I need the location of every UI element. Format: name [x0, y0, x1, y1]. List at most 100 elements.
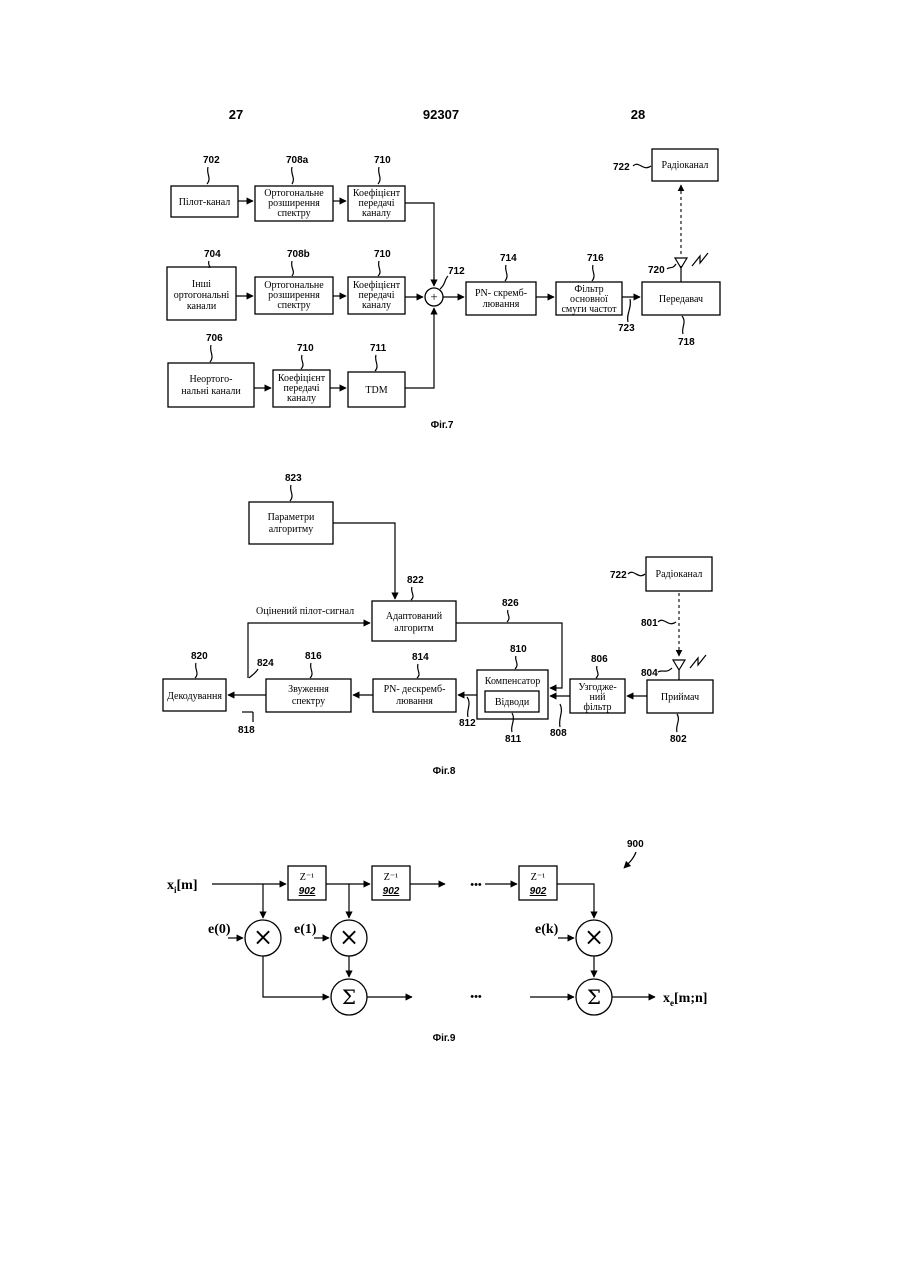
ref-806: 806: [591, 654, 608, 665]
tap-line: [557, 884, 594, 918]
leader-line: [207, 167, 209, 184]
leader-line: [301, 355, 303, 369]
connector-arrow: [405, 308, 434, 388]
leader-line: [667, 264, 676, 269]
radiation-bolt-icon: [692, 253, 708, 266]
connector-arrow: [405, 203, 434, 286]
ref-802: 802: [670, 734, 687, 745]
coef-k-label: e(k): [535, 922, 559, 937]
leader-line: [310, 663, 312, 678]
coef-1-label: e(1): [294, 922, 317, 937]
algorithm-params-line1: Параметри: [268, 512, 315, 523]
delay-2-ref: 902: [383, 886, 400, 897]
other-orthogonal-line2: ортогональні: [174, 290, 230, 301]
ref-822: 822: [407, 575, 424, 586]
ref-808: 808: [550, 728, 567, 739]
ref-811: 811: [505, 734, 522, 745]
ref-718: 718: [678, 337, 695, 348]
estimated-pilot-label: Оцінений пілот-сигнал: [256, 606, 354, 617]
leader-line: [440, 276, 448, 289]
ref-722-8: 722: [610, 570, 627, 581]
decoding-label: Декодування: [167, 691, 222, 702]
figure-7-caption: Фіг.7: [431, 420, 454, 431]
leader-line: [292, 167, 294, 184]
leader-line: [628, 299, 631, 322]
delay-1-ref: 902: [299, 886, 316, 897]
ref-706: 706: [206, 333, 223, 344]
leader-line: [417, 664, 419, 678]
ref-823: 823: [285, 473, 302, 484]
orthogonal-spread-a-line3: спектру: [277, 208, 310, 219]
leader-line: [596, 666, 598, 678]
figure-8-caption: Фіг.8: [433, 766, 456, 777]
connector-arrow: [333, 523, 395, 599]
radiation-bolt-icon-8: [690, 655, 706, 668]
ref-704: 704: [204, 249, 221, 260]
despreading-line2: спектру: [292, 696, 325, 707]
leader-line: [682, 316, 684, 334]
leader-line: [677, 714, 679, 732]
ref-708a: 708a: [286, 155, 309, 166]
antenna-icon-8: [673, 660, 685, 670]
baseband-filter-line3: смуги частот: [561, 304, 617, 315]
pn-scrambling-line2: лювання: [483, 299, 520, 310]
leader-line: [195, 663, 197, 678]
ref-900: 900: [627, 839, 644, 850]
adaptive-algorithm-line2: алгоритм: [394, 623, 434, 634]
algorithm-params-block: [249, 502, 333, 544]
tdm-label: TDM: [365, 385, 387, 396]
ref-824: 824: [257, 658, 274, 669]
radio-channel-label: Радіоканал: [662, 160, 709, 171]
leader-line: [592, 265, 594, 281]
leader-line: [505, 265, 507, 281]
leader-line: [633, 164, 651, 167]
ref-804: 804: [641, 668, 658, 679]
ref-810: 810: [510, 644, 527, 655]
leader-line: [411, 587, 413, 600]
leader-line: [560, 704, 562, 727]
other-orthogonal-line3: канали: [187, 301, 217, 312]
ref-723: 723: [618, 323, 635, 334]
orthogonal-spread-b-line3: спектру: [277, 300, 310, 311]
ref-712: 712: [448, 266, 465, 277]
receiver-label: Приймач: [661, 692, 699, 703]
ref-812: 812: [459, 718, 476, 729]
figure-8: Параметри алгоритму Адаптований алгоритм…: [163, 473, 713, 777]
patent-number: 92307: [423, 107, 459, 122]
multiply-k-symbol: ×: [584, 923, 604, 951]
leader-line: [375, 355, 377, 371]
leader-line: [378, 261, 380, 276]
non-orthogonal-block: [168, 363, 254, 407]
leader-line: [658, 620, 676, 623]
non-orthogonal-line1: Неортого-: [190, 374, 233, 385]
ref-722: 722: [613, 162, 630, 173]
figure-7: Пілот-канал Ортогональне розширення спек…: [167, 149, 720, 431]
figure-9-caption: Фіг.9: [433, 1033, 456, 1044]
leader-line: [249, 669, 258, 678]
ref-826: 826: [502, 598, 519, 609]
pilot-channel-label: Пілот-канал: [179, 197, 231, 208]
leader-line: [208, 261, 210, 267]
pn-descrambling-line1: PN- дескремб-: [384, 684, 446, 695]
leader-line: [378, 167, 380, 184]
ref-818: 818: [238, 725, 255, 736]
ref-816: 816: [305, 651, 322, 662]
page-number-right: 28: [631, 107, 645, 122]
radio-channel-label-8: Радіоканал: [656, 569, 703, 580]
leader-line: [628, 572, 645, 575]
taps-label: Відводи: [495, 697, 530, 708]
algorithm-params-line2: алгоритму: [269, 524, 313, 535]
leader-line: [292, 261, 294, 276]
leader-line: [290, 485, 292, 501]
coef-0-label: e(0): [208, 922, 231, 937]
input-signal-label: xi[m]: [167, 878, 198, 895]
ref-702: 702: [203, 155, 220, 166]
gain-a-line3: каналу: [362, 208, 391, 219]
leader-line: [467, 697, 469, 717]
leader-line: [210, 345, 212, 362]
delay-1-label: Z⁻¹: [300, 872, 314, 883]
leader-arrow: [624, 852, 636, 868]
ellipsis-bottom: •••: [470, 991, 482, 1003]
sum-line: [263, 956, 329, 997]
